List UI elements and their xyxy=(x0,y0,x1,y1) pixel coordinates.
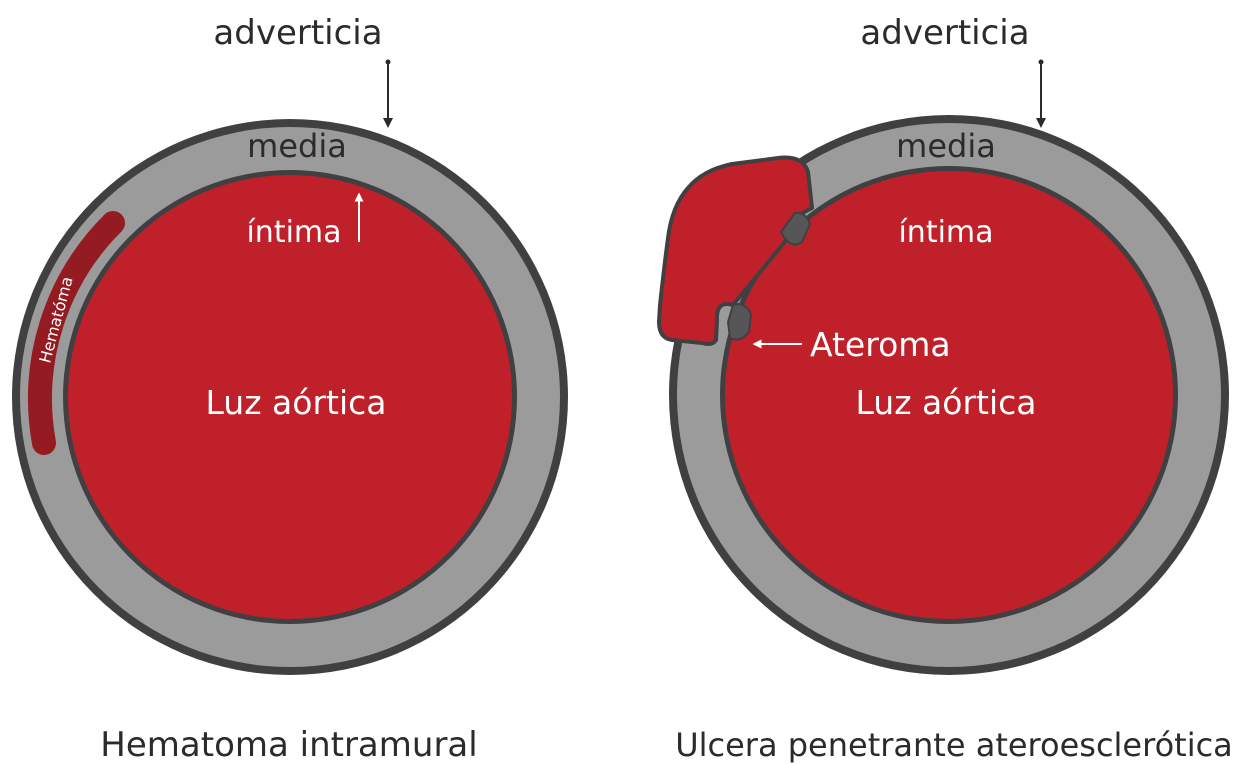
left-caption: Hematoma intramural xyxy=(100,725,477,764)
right-lumen-label: Luz aórtica xyxy=(856,383,1037,422)
left-aortic-lumen xyxy=(68,175,512,619)
left-media-label: media xyxy=(247,127,347,165)
left-lumen-label: Luz aórtica xyxy=(206,383,387,422)
right-aorta-diagram: adverticia media íntima Ateroma Luz aórt… xyxy=(657,13,1233,764)
left-adventitia-label: adverticia xyxy=(213,13,382,53)
left-aorta-diagram: Hematóma adverticia media íntima Luz aór… xyxy=(12,13,568,764)
hematoma-arc xyxy=(28,211,125,455)
left-intima-label: íntima xyxy=(246,215,341,250)
right-caption: Ulcera penetrante ateroesclerótica xyxy=(675,726,1233,764)
atheroma-plaque-upper xyxy=(779,211,812,246)
right-adventitia-label: adverticia xyxy=(860,13,1029,53)
atheroma-plaque-lower xyxy=(726,303,753,341)
right-media-label: media xyxy=(896,127,996,165)
right-intima-label: íntima xyxy=(898,215,993,250)
atheroma-label: Ateroma xyxy=(810,325,951,364)
right-aortic-lumen xyxy=(725,171,1173,619)
penetrating-ulcer xyxy=(657,155,814,346)
